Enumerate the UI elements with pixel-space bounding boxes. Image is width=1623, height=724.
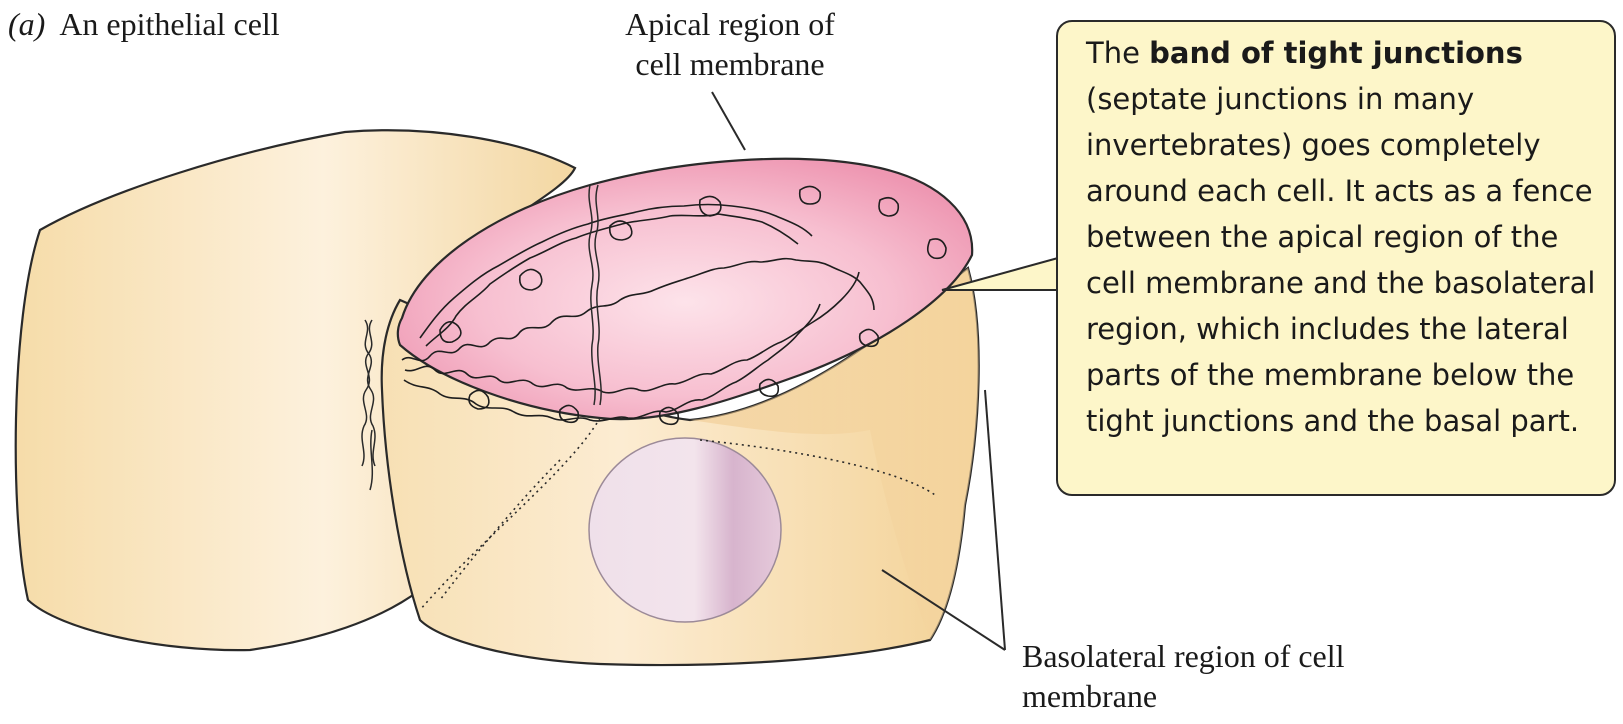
nucleus	[589, 438, 781, 622]
apical-region-label: Apical region of cell membrane	[585, 4, 875, 84]
basolateral-region-label: Basolateral region of cell membrane	[1022, 636, 1522, 716]
apical-label-line1: Apical region of	[585, 4, 875, 44]
basolateral-label-line1: Basolateral region of cell	[1022, 636, 1522, 676]
callout-intro: The	[1086, 36, 1140, 70]
basolateral-leader-2	[985, 390, 1005, 650]
apical-label-line2: cell membrane	[585, 44, 875, 84]
apical-leader	[712, 92, 745, 150]
tight-junction-callout: The band of tight junctions (septate jun…	[1056, 20, 1616, 496]
callout-body: (septate junctions in many invertebrates…	[1086, 82, 1595, 438]
callout-bold-term: band of tight junctions	[1149, 36, 1523, 70]
panel-title: (a) An epithelial cell	[8, 6, 280, 43]
panel-title-text: An epithelial cell	[59, 6, 279, 42]
panel-letter: (a)	[8, 6, 45, 42]
basolateral-label-line2: membrane	[1022, 676, 1522, 716]
